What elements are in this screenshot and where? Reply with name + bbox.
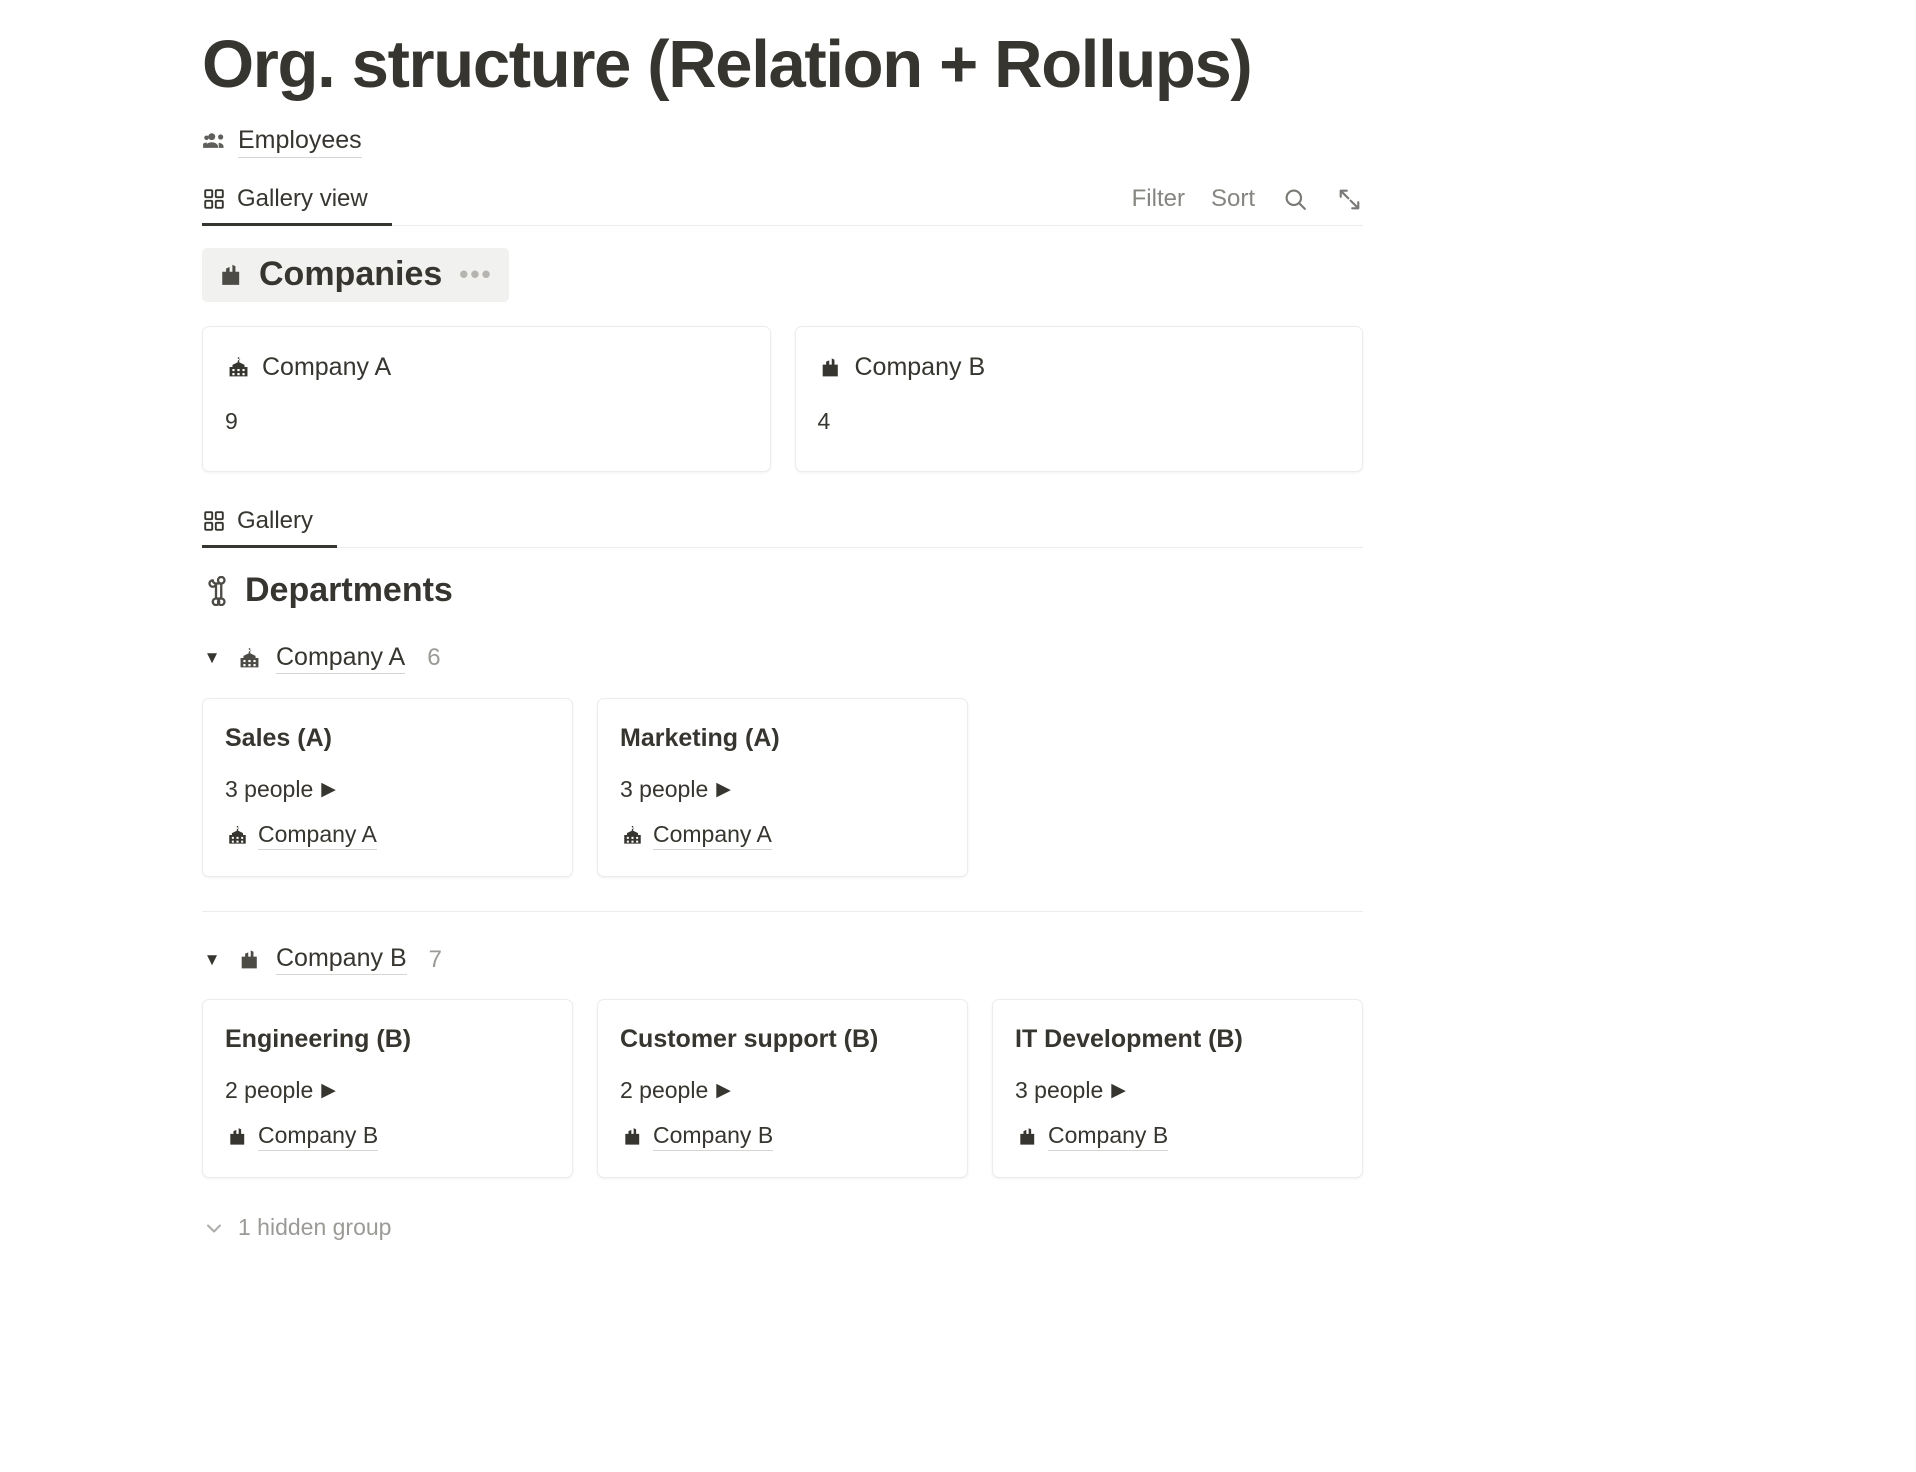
school-building-icon [236, 645, 262, 671]
company-card-title: Company A [262, 353, 392, 382]
hidden-group-toggle[interactable]: 1 hidden group [202, 1214, 1363, 1241]
collapse-triangle-icon[interactable]: ▼ [203, 949, 221, 969]
rollup-value: 2 people [620, 1077, 709, 1104]
departments-grid-company-a: Sales (A) 3 people ▶ Company A Ma [202, 697, 1363, 878]
department-card-title: IT Development (B) [1015, 1025, 1243, 1054]
rollup-expand-triangle-icon[interactable]: ▶ [321, 779, 336, 801]
department-card[interactable]: Customer support (B) 2 people ▶ Company … [597, 999, 968, 1179]
department-card[interactable]: Marketing (A) 3 people ▶ Company A [597, 697, 968, 878]
city-building-icon [216, 260, 246, 290]
department-card-rollup[interactable]: 3 people ▶ [225, 776, 550, 803]
companies-card-grid: Company A 9 Company B 4 [202, 326, 1363, 473]
companies-view-tabs: Gallery view [202, 185, 392, 227]
school-building-icon [620, 824, 644, 848]
school-building-icon [225, 354, 251, 380]
company-card[interactable]: Company A 9 [202, 326, 771, 473]
companies-more-menu-icon[interactable]: ••• [459, 258, 493, 289]
rollup-value: 2 people [225, 1077, 314, 1104]
sort-button[interactable]: Sort [1210, 185, 1255, 213]
relation-label[interactable]: Company B [1048, 1122, 1169, 1152]
city-building-icon [225, 1125, 249, 1149]
city-building-icon [620, 1125, 644, 1149]
page-title: Org. structure (Relation + Rollups) [202, 27, 1253, 102]
tab-gallery-view[interactable]: Gallery view [202, 185, 392, 227]
departments-grid-company-b: Engineering (B) 2 people ▶ Company B Cus… [202, 999, 1363, 1179]
departments-view-tabs: Gallery [202, 507, 338, 549]
group-header-company-b[interactable]: ▼ Company B 7 [202, 944, 1363, 976]
search-icon[interactable] [1281, 185, 1309, 213]
relation-label[interactable]: Company B [653, 1122, 774, 1152]
department-card-relation[interactable]: Company A [225, 821, 550, 851]
group-divider [202, 911, 1363, 913]
companies-db-heading[interactable]: Companies ••• [202, 248, 509, 303]
gallery-grid-icon [202, 509, 226, 533]
view-toolbar-actions: Filter Sort [1132, 185, 1363, 225]
command-icon [202, 575, 232, 606]
tab-gallery-label: Gallery [237, 507, 314, 535]
group-label[interactable]: Company B [276, 944, 407, 976]
department-card[interactable]: Sales (A) 3 people ▶ Company A [202, 697, 573, 878]
departments-db-heading-label: Departments [245, 571, 453, 610]
department-card-relation[interactable]: Company B [620, 1122, 945, 1152]
company-card-value: 9 [225, 407, 238, 434]
page-root: Org. structure (Relation + Rollups) Empl… [202, 0, 1363, 1241]
page-content: Org. structure (Relation + Rollups) Empl… [202, 0, 1363, 1241]
city-building-icon [1015, 1125, 1039, 1149]
city-building-icon [236, 947, 262, 973]
rollup-expand-triangle-icon[interactable]: ▶ [716, 1080, 731, 1102]
hidden-group-label: 1 hidden group [238, 1214, 392, 1241]
rollup-expand-triangle-icon[interactable]: ▶ [716, 779, 731, 801]
department-card-rollup[interactable]: 2 people ▶ [620, 1077, 945, 1104]
rollup-expand-triangle-icon[interactable]: ▶ [321, 1080, 336, 1102]
department-card-rollup[interactable]: 3 people ▶ [1015, 1077, 1340, 1104]
companies-db-heading-label: Companies [259, 255, 443, 294]
tab-gallery[interactable]: Gallery [202, 507, 338, 549]
department-card-relation[interactable]: Company B [1015, 1122, 1340, 1152]
company-card-title-row: Company A [225, 351, 748, 384]
relation-label[interactable]: Company A [653, 821, 772, 851]
group-header-company-a[interactable]: ▼ Company A 6 [202, 643, 1363, 674]
department-card-rollup[interactable]: 2 people ▶ [225, 1077, 550, 1104]
group-count: 7 [428, 945, 442, 973]
school-building-icon [225, 824, 249, 848]
breadcrumb[interactable]: Employees [202, 125, 1363, 158]
gallery-grid-icon [202, 187, 226, 211]
company-card-title-row: Company B [818, 351, 1341, 384]
company-card[interactable]: Company B 4 [794, 326, 1363, 473]
breadcrumb-label: Employees [238, 125, 362, 158]
department-card-relation[interactable]: Company B [225, 1122, 550, 1152]
department-card-title: Sales (A) [225, 723, 332, 752]
collapse-triangle-icon[interactable]: ▼ [203, 648, 221, 668]
city-building-icon [818, 354, 844, 380]
department-card-title: Engineering (B) [225, 1025, 412, 1054]
department-card-title: Customer support (B) [620, 1025, 879, 1054]
rollup-value: 3 people [1015, 1077, 1104, 1104]
department-card-title: Marketing (A) [620, 723, 780, 752]
rollup-value: 3 people [225, 776, 314, 803]
departments-view-toolbar: Gallery [202, 500, 1363, 549]
expand-diagonal-icon[interactable] [1335, 185, 1363, 213]
company-card-title: Company B [854, 353, 986, 382]
group-count: 6 [427, 644, 441, 672]
chevron-down-icon [202, 1216, 226, 1240]
tab-gallery-view-label: Gallery view [237, 185, 368, 213]
filter-button[interactable]: Filter [1131, 185, 1185, 213]
rollup-value: 3 people [620, 776, 709, 803]
department-card[interactable]: IT Development (B) 3 people ▶ Company B [992, 999, 1363, 1179]
relation-label[interactable]: Company B [258, 1122, 379, 1152]
department-card-rollup[interactable]: 3 people ▶ [620, 776, 945, 803]
group-label[interactable]: Company A [276, 643, 406, 674]
rollup-expand-triangle-icon[interactable]: ▶ [1111, 1080, 1126, 1102]
department-card-relation[interactable]: Company A [620, 821, 945, 851]
departments-db-heading[interactable]: Departments [202, 570, 453, 611]
grid-empty-slot [992, 698, 1363, 877]
people-group-icon [202, 128, 228, 154]
relation-label[interactable]: Company A [258, 821, 377, 851]
company-card-value: 4 [817, 407, 831, 434]
companies-view-toolbar: Gallery view Filter Sort [202, 178, 1363, 227]
department-card[interactable]: Engineering (B) 2 people ▶ Company B [202, 999, 573, 1179]
